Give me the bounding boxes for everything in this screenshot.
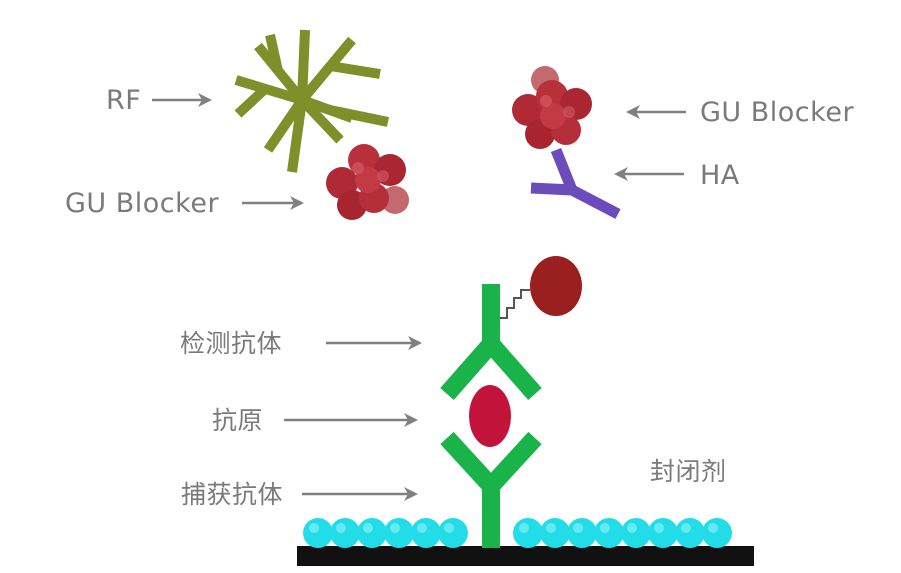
- blocking-bead-highlight: [681, 523, 691, 533]
- arrow-antigen: [284, 413, 418, 427]
- blocking-bead: [411, 518, 441, 548]
- blocking-bead: [438, 518, 468, 548]
- blocking-bead: [594, 518, 624, 548]
- enzyme-linker: [500, 289, 530, 319]
- label-gu-blocker-left: GU Blocker: [65, 188, 219, 219]
- antigen-icon: [469, 385, 511, 447]
- label-ha: HA: [700, 160, 740, 191]
- blocking-bead-highlight: [654, 523, 664, 533]
- capture-antibody-icon: [440, 431, 542, 548]
- blocking-bead-highlight: [600, 523, 610, 533]
- rheumatoid-factor-icon: [234, 29, 390, 173]
- blocking-bead-highlight: [708, 523, 718, 533]
- plate-surface: [297, 546, 754, 566]
- blocking-bead: [648, 518, 678, 548]
- blocking-bead: [513, 518, 543, 548]
- heterophilic-antibody-icon: [530, 147, 621, 219]
- blocking-bead-highlight: [363, 523, 373, 533]
- arrow-gu-blocker-right: [626, 105, 686, 119]
- label-gu-blocker-right: GU Blocker: [700, 97, 854, 128]
- blocking-bead: [303, 518, 333, 548]
- blocking-bead-highlight: [390, 523, 400, 533]
- blocking-bead-highlight: [444, 523, 454, 533]
- blocking-bead: [621, 518, 651, 548]
- blocking-bead-highlight: [519, 523, 529, 533]
- blocking-bead: [357, 518, 387, 548]
- blocking-agent-beads: [303, 518, 732, 548]
- label-capture-antibody: 捕获抗体: [181, 480, 283, 509]
- label-rf: RF: [106, 85, 141, 116]
- blocking-bead-highlight: [336, 523, 346, 533]
- arrow-detection-antibody: [326, 336, 422, 350]
- blocking-bead: [330, 518, 360, 548]
- blocking-bead: [675, 518, 705, 548]
- blocking-bead: [702, 518, 732, 548]
- label-antigen: 抗原: [212, 406, 263, 435]
- arrow-rf: [152, 93, 212, 107]
- blocker-cluster-icon-left: [326, 144, 409, 220]
- enzyme-label-icon: [530, 256, 582, 316]
- blocking-bead-highlight: [309, 523, 319, 533]
- blocking-bead-highlight: [627, 523, 637, 533]
- blocking-bead-highlight: [417, 523, 427, 533]
- blocking-bead: [384, 518, 414, 548]
- blocking-bead-highlight: [573, 523, 583, 533]
- arrow-capture-antibody: [302, 487, 418, 501]
- blocker-cluster-icon-right: [512, 66, 592, 149]
- blocking-bead-highlight: [546, 523, 556, 533]
- label-blocking-agent: 封闭剂: [650, 457, 727, 486]
- arrow-ha: [614, 167, 684, 181]
- blocking-bead: [540, 518, 570, 548]
- blocking-bead: [567, 518, 597, 548]
- arrow-gu-blocker-left: [242, 196, 304, 210]
- label-detection-antibody: 检测抗体: [180, 329, 282, 358]
- detection-antibody-icon: [440, 284, 542, 400]
